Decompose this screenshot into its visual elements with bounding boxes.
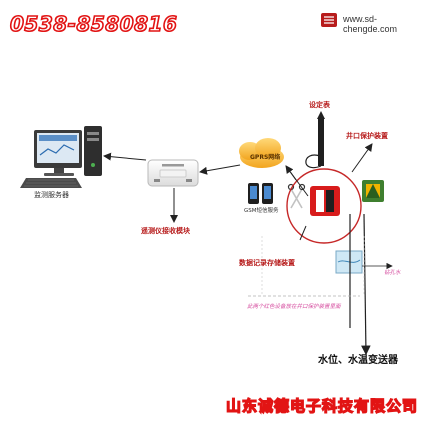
company-name: 山东诚德电子科技有限公司	[225, 396, 419, 415]
wellhead-protection-icon	[362, 180, 384, 202]
placement-note: 此两个红色设备放在井口保护装置里面	[247, 304, 341, 310]
phone-number: 0538-8580816	[9, 11, 178, 37]
highlight-circle	[286, 168, 362, 244]
sensor-label: 水位、水温变送器	[318, 355, 398, 366]
datalogger-label: 数据记录存储装置	[239, 259, 295, 267]
company-logo-icon	[321, 13, 337, 27]
server-computer-icon	[20, 126, 102, 188]
website-url[interactable]: www.sd-chengde.com	[343, 14, 398, 34]
receiver-module-icon	[147, 159, 199, 187]
setting-meter-icon	[305, 118, 324, 169]
gsm-phone-icon	[248, 183, 273, 204]
data-logger-icon	[310, 186, 340, 216]
wellwater-label: 钻孔水	[384, 270, 401, 276]
gprs-cloud-icon	[239, 138, 284, 168]
gprs-label: GPRS网络	[250, 154, 281, 161]
protection-label: 井口保护装置	[346, 132, 388, 140]
setting-meter-label: 设定表	[309, 101, 330, 109]
server-label: 监测服务器	[34, 191, 69, 199]
gsm-label: GSM短信服务	[244, 208, 279, 214]
receiver-label: 遥测仪接收模块	[141, 227, 190, 235]
cutter-tool-icon	[287, 183, 306, 209]
water-sensor-icon	[335, 250, 363, 274]
